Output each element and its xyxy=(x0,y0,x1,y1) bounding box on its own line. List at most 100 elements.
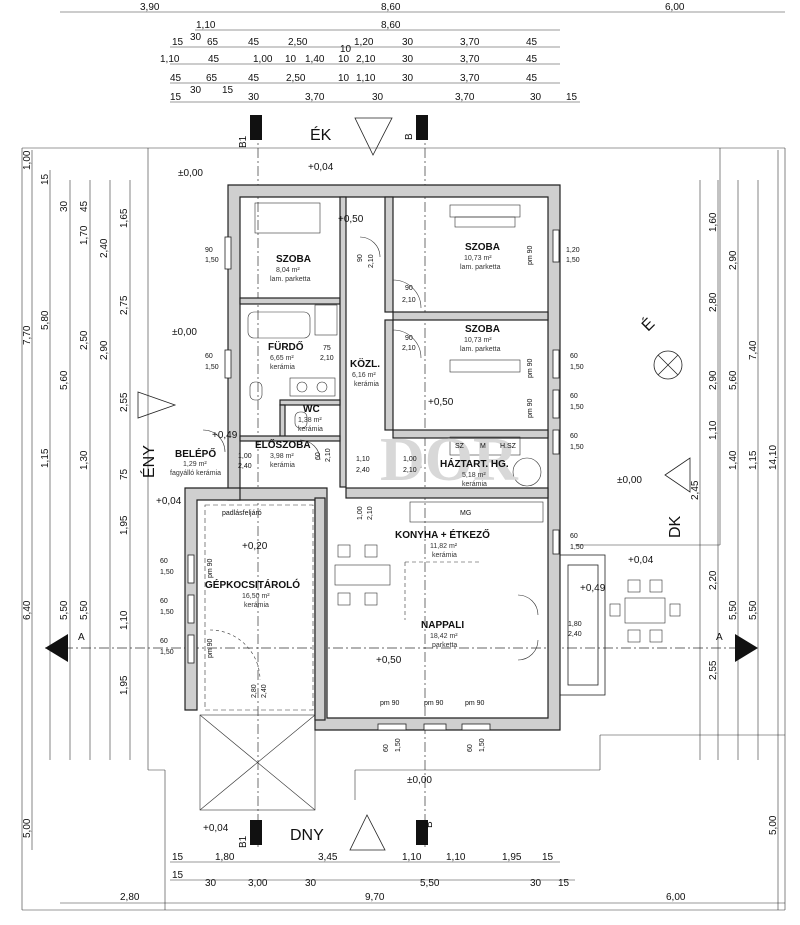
dim-right-5: 2,80 xyxy=(708,292,719,312)
top-dimensions-row5: 45 65 45 2,50 10 1,10 30 3,70 45 xyxy=(170,73,538,84)
window-icon xyxy=(187,594,195,624)
room-kozl: KÖZL. 6,16 m² kerámia xyxy=(350,357,380,388)
room-floor: kerámia xyxy=(298,426,323,433)
dim-top-4-5: 1,40 xyxy=(305,54,325,65)
kitchen-counter-icon xyxy=(409,501,544,523)
room-area: 6,65 m² xyxy=(270,355,294,362)
dim-top-5-6: 1,10 xyxy=(356,73,376,84)
dim-top-6-5: 3,70 xyxy=(305,92,325,103)
dim-left-5: 2,50 xyxy=(79,330,90,350)
room-nappali: NAPPALI 18,42 m² parketta xyxy=(421,620,464,649)
window-label: 1,50 xyxy=(570,404,584,411)
dim-bottom-3-2: 9,70 xyxy=(365,892,385,903)
window-label: 1,50 xyxy=(205,257,219,264)
dim-right-2: 7,40 xyxy=(748,340,759,360)
dim-right-16: 1,10 xyxy=(708,420,719,440)
room-floor: kerámia xyxy=(432,552,457,559)
dim-top-3-10: 45 xyxy=(526,37,538,48)
room-furdo: FÜRDŐ 6,65 m² kerámia xyxy=(268,340,304,371)
window-label: 1,50 xyxy=(570,364,584,371)
dim-right-4: 2,90 xyxy=(728,250,739,270)
room-area: 1,38 m² xyxy=(298,417,322,424)
section-marker-b1-bottom-icon xyxy=(250,820,262,845)
dim-top-3-6: 10 xyxy=(340,44,352,55)
dim-top-5-4: 2,50 xyxy=(286,73,306,84)
room-konyha: KONYHA + ÉTKEZŐ 11,82 m² kerámia xyxy=(395,528,490,559)
section-markers: B1 B B1 B A A xyxy=(45,115,758,848)
room-area: 6,16 m² xyxy=(352,372,376,379)
window-label: 1,50 xyxy=(160,569,174,576)
room-area: 8,04 m² xyxy=(276,267,300,274)
room-eloszoba: ELŐSZOBA 3,98 m² kerámia xyxy=(255,438,311,469)
level-9: +0,49 xyxy=(580,583,606,594)
fixture-labels: SZ M H.SZ MG padlásfeljáró xyxy=(222,443,517,517)
dim-right-11: 5,50 xyxy=(748,600,759,620)
room-name: GÉPKOCSITÁROLÓ xyxy=(205,578,300,591)
room-area: 10,73 m² xyxy=(464,255,492,262)
dim-right-15: 1,15 xyxy=(748,450,759,470)
window-icon xyxy=(552,429,560,455)
door-label: 2,10 xyxy=(320,355,334,362)
room-floor: kerámia xyxy=(270,364,295,371)
window-label: 60 xyxy=(570,433,578,440)
window-label: 1,50 xyxy=(566,257,580,264)
top-dimensions-row1: 3,90 8,60 6,00 xyxy=(140,2,685,13)
room-floor: kerámia xyxy=(244,602,269,609)
furniture xyxy=(247,202,681,643)
dim-left-11: 45 xyxy=(79,200,90,212)
window-code: pm 90 xyxy=(424,700,444,707)
door-arc-icon xyxy=(202,429,226,453)
dim-left-7: 2,75 xyxy=(119,295,130,315)
compass-icon xyxy=(653,350,683,380)
window-icon xyxy=(187,634,195,664)
door-label: 90 xyxy=(357,254,364,262)
bathtub-icon xyxy=(247,311,311,339)
window-annotations: 90 1,50 60 1,50 1,20 1,50 60 1,50 60 1,5… xyxy=(160,247,584,752)
dim-top-6-6: 30 xyxy=(372,92,384,103)
top-dimension-lines xyxy=(60,11,785,103)
dim-top-3-2: 30 xyxy=(190,32,202,43)
dim-top-3-5: 2,50 xyxy=(288,37,308,48)
west-triangle-icon xyxy=(137,391,177,419)
window-icon xyxy=(224,349,232,379)
dim-top-1-2: 8,60 xyxy=(381,2,401,13)
dim-right-7: 1,60 xyxy=(708,212,719,232)
compass-label: É xyxy=(637,314,658,335)
dim-top-1-3: 6,00 xyxy=(665,2,685,13)
right-dimensions: 14,10 7,40 5,60 2,90 2,80 2,90 1,60 1,40… xyxy=(690,212,779,835)
dim-bottom-2-5: 5,50 xyxy=(420,878,440,889)
bed-headboard-icon xyxy=(449,204,521,218)
level-8: +0,50 xyxy=(376,655,402,666)
door-label: 90 xyxy=(405,335,413,342)
door-label: 2,40 xyxy=(261,684,268,698)
dim-right-8: 1,40 xyxy=(728,450,739,470)
window-label: 1,50 xyxy=(395,738,402,752)
dim-top-2-2: 8,60 xyxy=(381,20,401,31)
window-label: 60 xyxy=(160,638,168,645)
dim-left-13: 15 xyxy=(40,173,51,185)
terrace-table-icon xyxy=(624,597,666,624)
room-name: ELŐSZOBA xyxy=(255,438,311,451)
dim-top-4-3: 1,00 xyxy=(253,54,273,65)
doors xyxy=(202,236,539,681)
top-dimensions-row3: 15 30 65 45 2,50 10 1,20 30 3,70 45 xyxy=(172,32,538,55)
room-name: WC xyxy=(303,404,320,415)
window-label: 60 xyxy=(570,393,578,400)
door-label: 2,40 xyxy=(356,467,370,474)
room-name: HÁZTART. HG. xyxy=(440,457,509,470)
dim-top-5-5: 10 xyxy=(338,73,350,84)
dim-top-4-7: 2,10 xyxy=(356,54,376,65)
dim-bottom-2-4: 30 xyxy=(305,878,317,889)
room-szoba-2: SZOBA 10,73 m² lam. parketta xyxy=(460,242,501,271)
door-label: 2,10 xyxy=(402,297,416,304)
door-label: 2,40 xyxy=(568,631,582,638)
dim-left-8: 1,70 xyxy=(79,225,90,245)
door-arc-icon xyxy=(299,439,321,461)
room-area: 5,18 m² xyxy=(462,472,486,479)
window-label: 60 xyxy=(205,353,213,360)
window-icon xyxy=(552,529,560,555)
level-1: ±0,00 xyxy=(178,168,203,179)
door-arc-icon xyxy=(359,236,381,258)
room-name: KÖZL. xyxy=(350,357,380,370)
level-4: ±0,00 xyxy=(172,327,197,338)
